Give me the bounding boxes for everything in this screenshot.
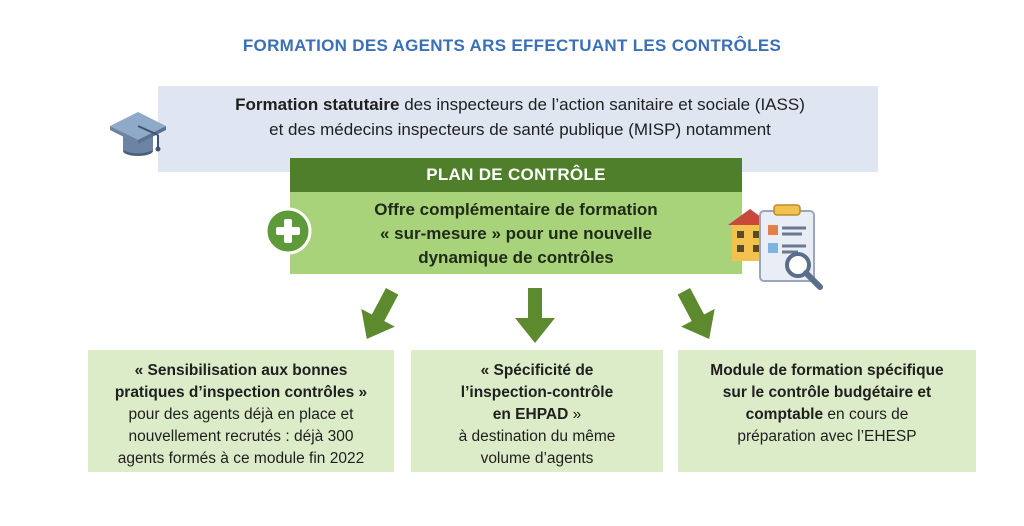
ehpad-module-box (411, 350, 663, 472)
awareness-module-line4: nouvellement recrutés : déjà 300 (128, 428, 354, 445)
awareness-module-text: « Sensibilisation aux bonnes pratiques d… (92, 360, 390, 470)
ehpad-module-title3: en EHPAD (492, 406, 569, 423)
control-plan-text: Offre complémentaire de formation « sur-… (300, 198, 732, 270)
statutory-training-bold: Formation statutaire (235, 95, 400, 114)
awareness-module-title1: « Sensibilisation aux bonnes (134, 362, 348, 379)
awareness-module-line5: agents formés à ce module fin 2022 (117, 450, 365, 467)
control-plan-header: PLAN DE CONTRÔLE (290, 158, 742, 192)
arrow-down-left-icon (361, 287, 399, 339)
ehpad-module-title2: l’inspection-contrôle (460, 384, 614, 401)
budget-module-line4: préparation avec l’EHESP (737, 428, 917, 445)
ehpad-module-quote-end: » (568, 406, 582, 423)
graduation-cap-icon (110, 112, 166, 156)
budget-module-title3: comptable (745, 406, 824, 423)
ehpad-module-line5: volume d’agents (480, 450, 594, 467)
budget-module-box (678, 350, 976, 472)
page-title: FORMATION DES AGENTS ARS EFFECTUANT LES … (242, 36, 782, 55)
inspection-document-icon (728, 204, 823, 290)
control-plan-line2: « sur-mesure » pour une nouvelle (379, 224, 653, 243)
budget-module-title2: sur le contrôle budgétaire et (722, 384, 932, 401)
awareness-module-box (88, 350, 394, 472)
statutory-training-box (158, 86, 878, 172)
ehpad-module-title1: « Spécificité de (480, 362, 594, 379)
statutory-training-line2: et des médecins inspecteurs de santé pub… (269, 120, 771, 139)
statutory-training-text: Formation statutaire des inspecteurs de … (170, 92, 870, 142)
arrow-down-right-icon (677, 287, 715, 339)
ehpad-module-line4: à destination du même (458, 428, 616, 445)
budget-module-title1: Module de formation spécifique (710, 362, 944, 379)
awareness-module-line3: pour des agents déjà en place et (128, 406, 354, 423)
statutory-training-line1: des inspecteurs de l’action sanitaire et… (399, 95, 805, 114)
arrow-down-icon (515, 288, 555, 343)
control-plan-line1: Offre complémentaire de formation (374, 200, 658, 219)
plus-icon (264, 207, 312, 255)
control-plan-box (290, 192, 742, 274)
ehpad-module-text: « Spécificité de l’inspection-contrôle e… (415, 360, 659, 470)
budget-module-line3: en cours de (823, 406, 909, 423)
budget-module-text: Module de formation spécifique sur le co… (682, 360, 972, 448)
control-plan-line3: dynamique de contrôles (418, 248, 614, 267)
awareness-module-title2: pratiques d’inspection contrôles » (114, 384, 368, 401)
